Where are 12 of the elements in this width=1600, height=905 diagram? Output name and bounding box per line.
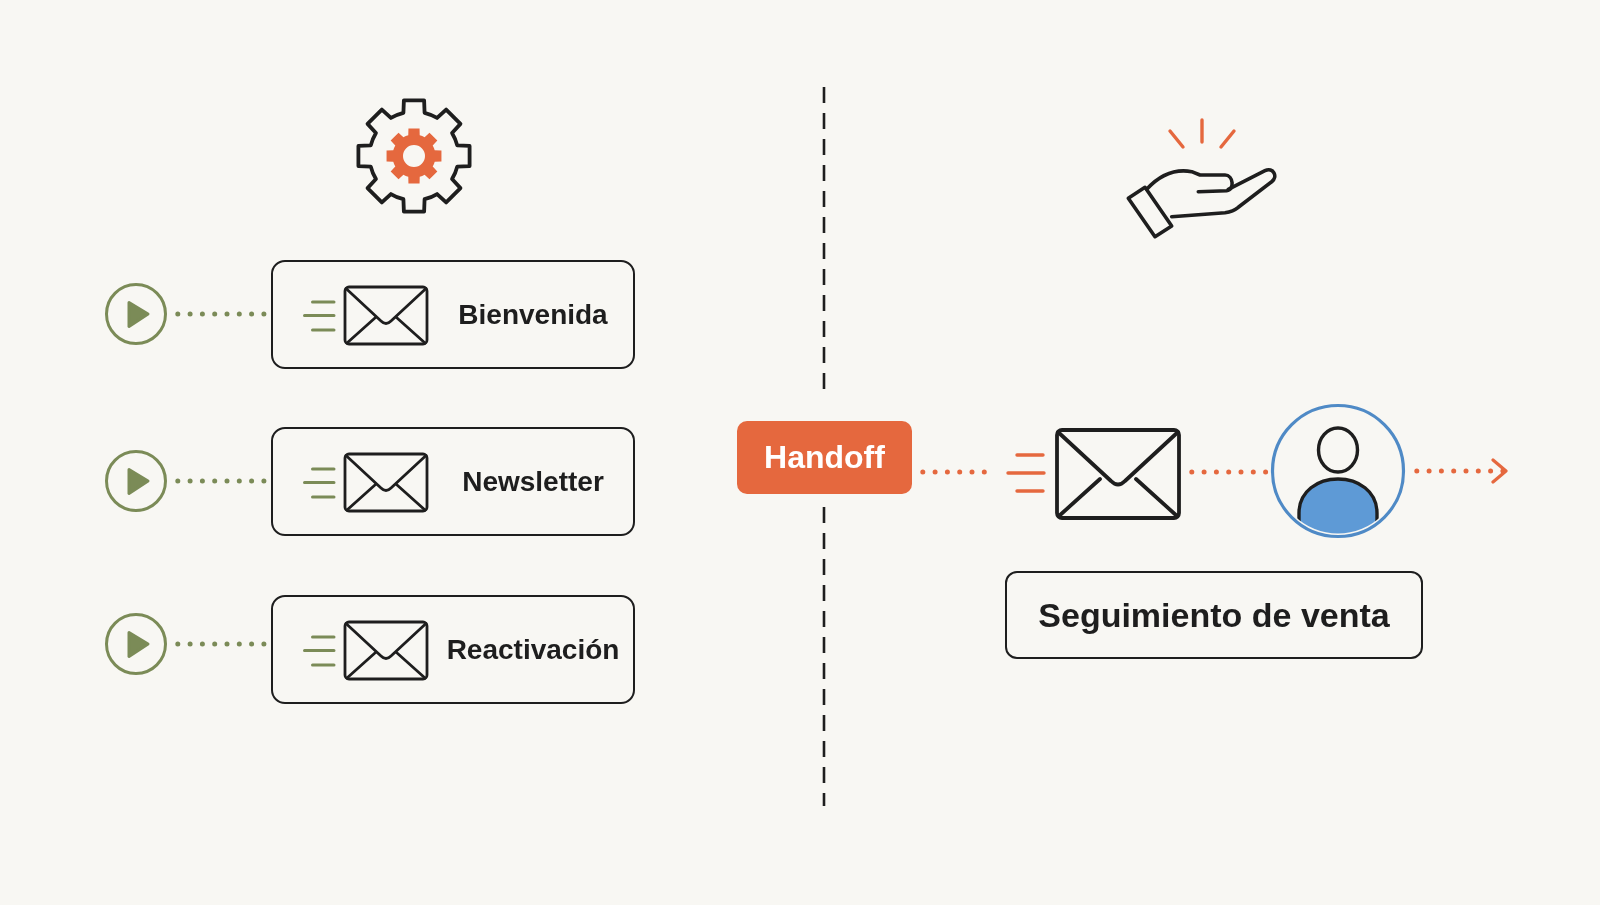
person-icon: [1270, 403, 1406, 539]
play-icon: [105, 450, 167, 512]
step-label: Reactivación: [446, 633, 620, 666]
play-icon: [105, 283, 167, 345]
email-step-box: [271, 427, 635, 536]
step-label: Bienvenida: [458, 298, 608, 331]
email-step-box: [271, 595, 635, 704]
step-label: Newsletter: [462, 465, 604, 498]
step-box: Seguimiento de venta: [1005, 571, 1423, 659]
email-step-box: [271, 260, 635, 369]
handoff-tag: Handoff: [737, 421, 912, 494]
play-icon: [105, 613, 167, 675]
